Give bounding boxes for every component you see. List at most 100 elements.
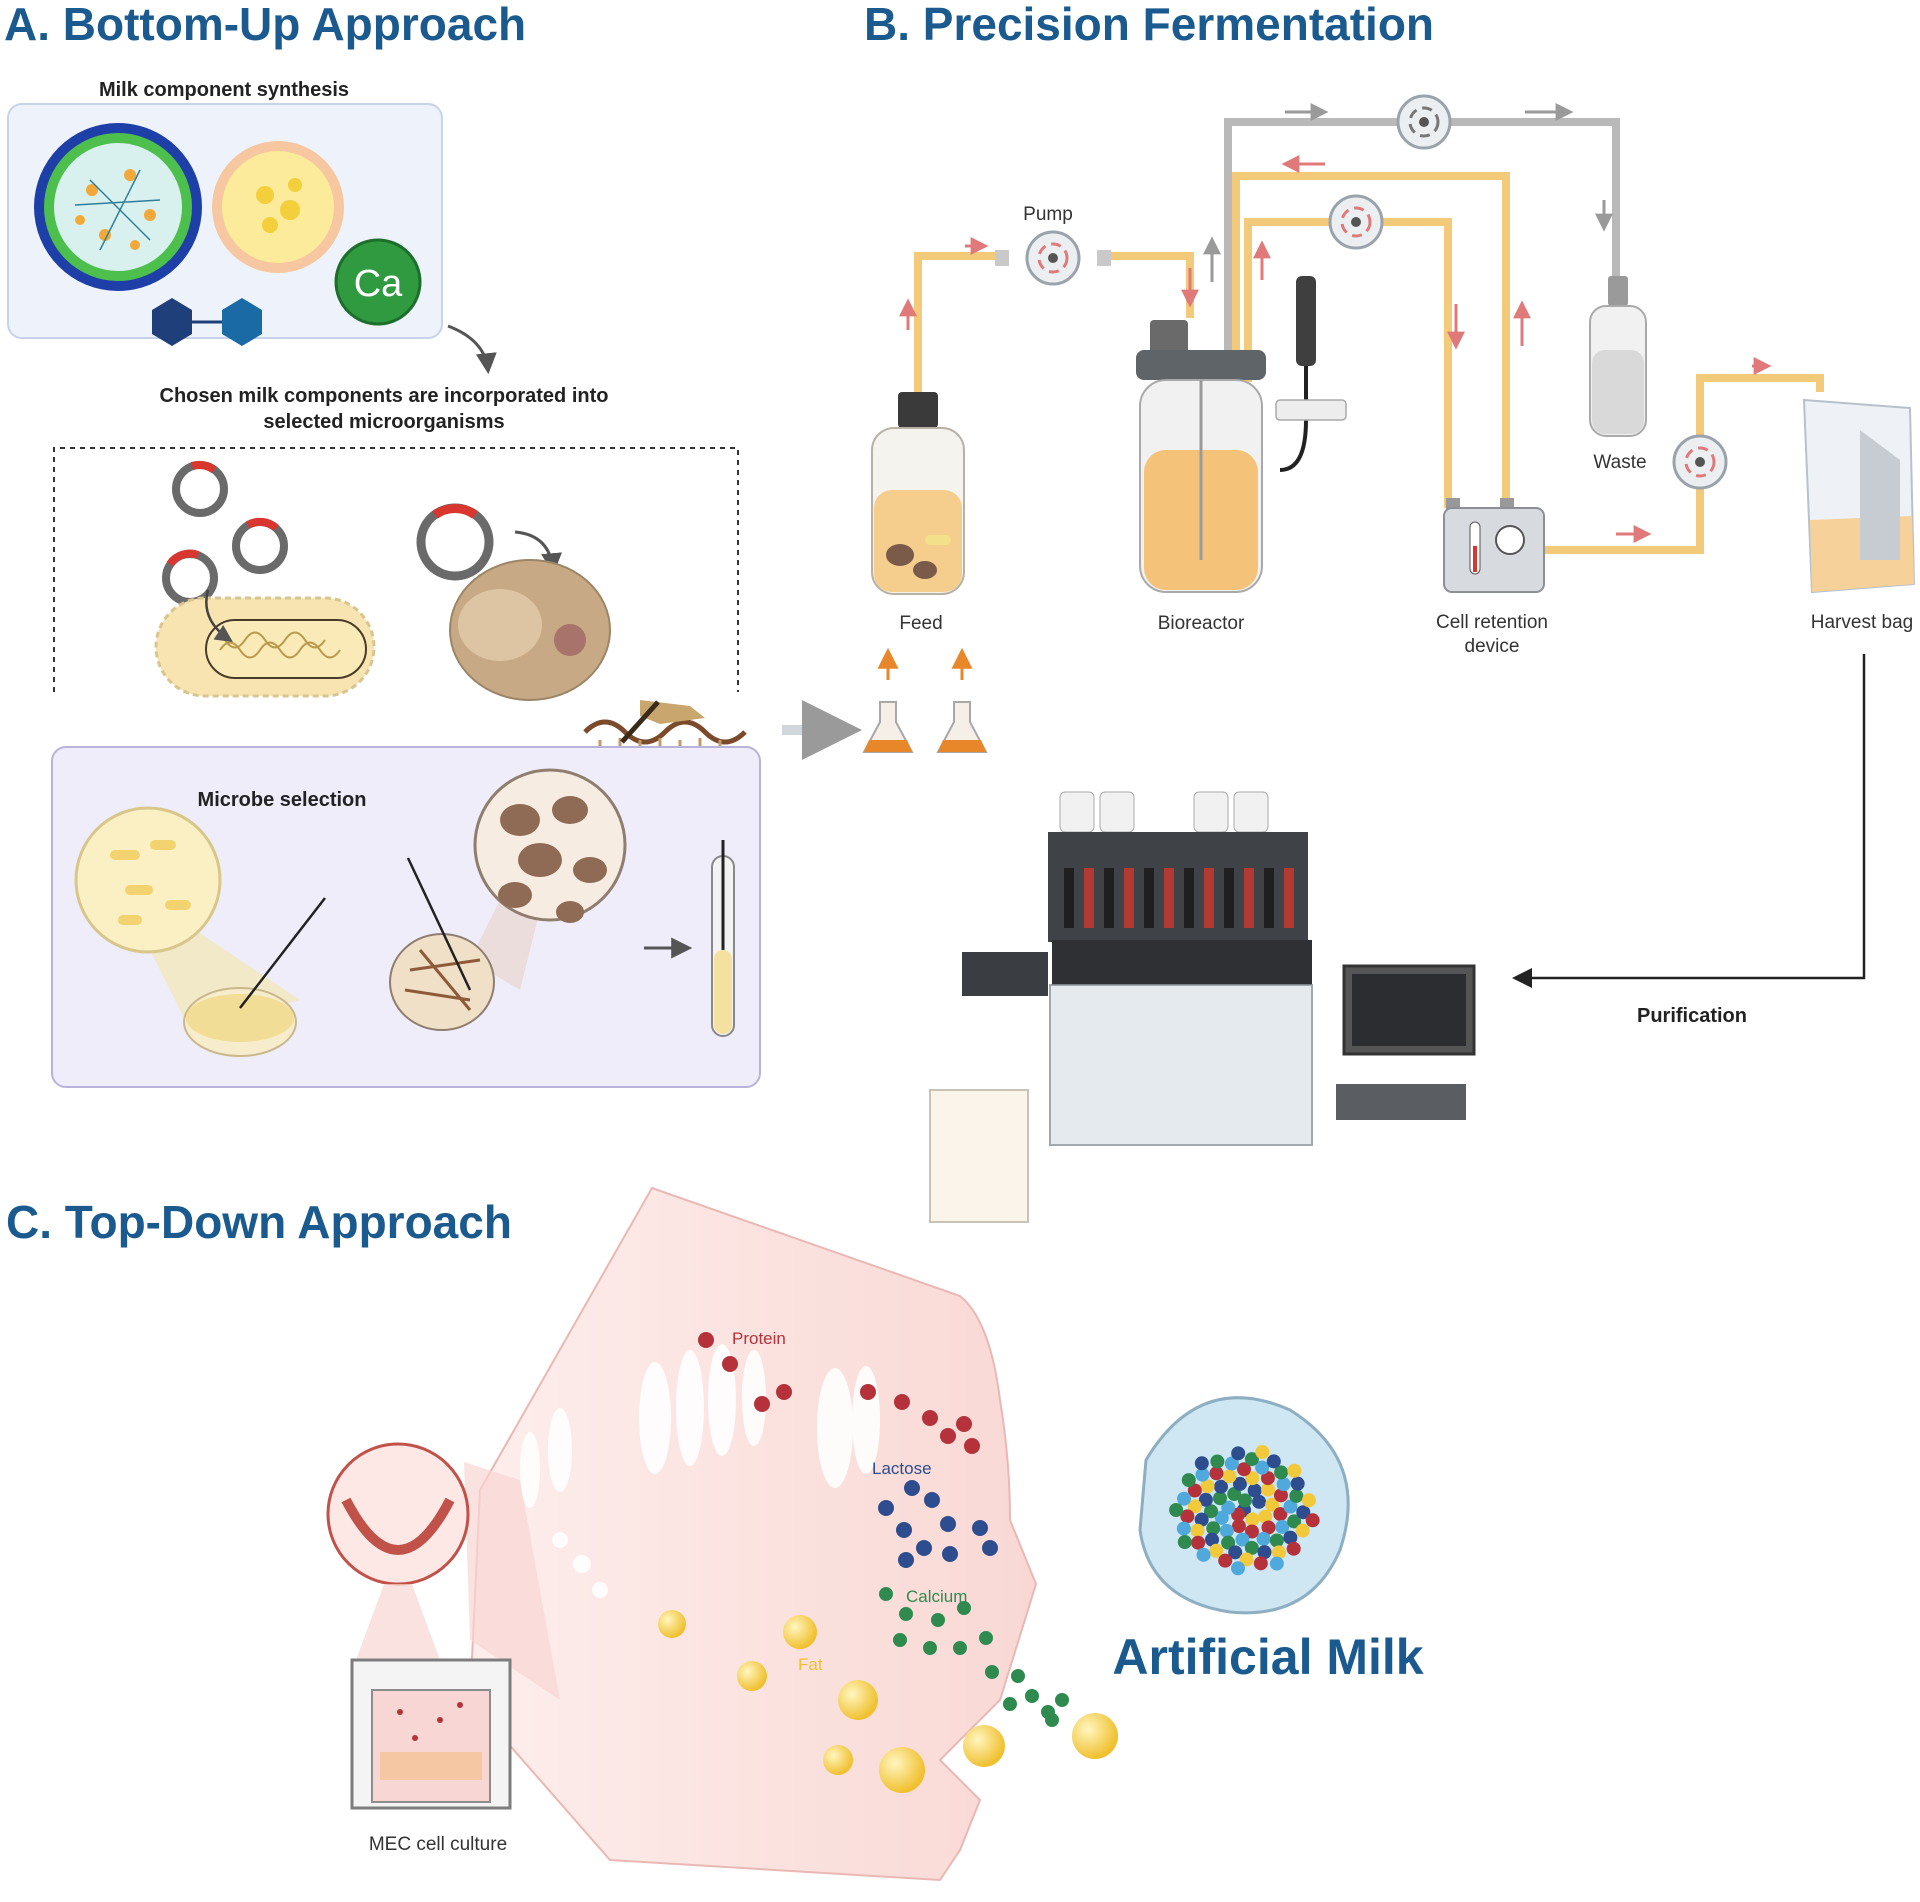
milk-particle <box>1231 1561 1246 1576</box>
milk-component-synthesis-label: Milk component synthesis <box>99 79 349 101</box>
protein-label: Protein <box>732 1329 786 1348</box>
milk-particle <box>1245 1471 1260 1486</box>
milk-particle <box>1273 1488 1288 1503</box>
milk-particle <box>1276 1477 1291 1492</box>
protein-particle <box>698 1332 714 1348</box>
waste-tubing <box>1224 118 1620 378</box>
recirculation-pump-icon <box>1328 194 1384 250</box>
milk-particle <box>1237 1493 1252 1508</box>
chromatography-column <box>1144 868 1154 928</box>
milk-particle <box>1198 1492 1213 1507</box>
calcium-particle <box>879 1587 893 1601</box>
milk-particle <box>1273 1507 1288 1522</box>
milk-particle <box>1191 1535 1206 1550</box>
milk-particles <box>1169 1444 1320 1576</box>
milk-particle <box>1205 1532 1220 1547</box>
protein-particles <box>698 1332 980 1454</box>
milk-particle <box>1244 1524 1259 1539</box>
petri-dish-bacteria-icon <box>74 806 326 1057</box>
milk-particle <box>1214 1479 1229 1494</box>
milk-particle <box>1231 1507 1246 1522</box>
organelles <box>520 1344 880 1598</box>
milk-particle <box>1190 1523 1205 1538</box>
artificial-milk-label: Artificial Milk <box>1112 1629 1423 1685</box>
section-c-title: C. Top-Down Approach <box>6 1196 512 1248</box>
chromatography-column <box>1184 868 1194 928</box>
lactose-particle <box>982 1540 998 1556</box>
fat-droplets <box>658 1610 1118 1793</box>
milk-particle <box>1290 1476 1305 1491</box>
calcium-particle <box>1025 1689 1039 1703</box>
purification-arrow <box>1512 654 1866 988</box>
milk-particle <box>1181 1473 1196 1488</box>
milk-particle <box>1194 1512 1209 1527</box>
zoom-cone <box>464 1462 560 1700</box>
milk-particle <box>1289 1488 1304 1503</box>
milk-particle <box>1227 1487 1242 1502</box>
calcium-particle <box>899 1607 913 1621</box>
milk-particle <box>1214 1510 1229 1525</box>
microbe-selection-label: Microbe selection <box>198 789 367 811</box>
calcium-particle <box>1011 1669 1025 1683</box>
milk-particle <box>1221 1535 1236 1550</box>
harvest-pump-icon <box>1672 434 1728 490</box>
bacterium-icon <box>154 589 376 698</box>
lactose-particle <box>904 1480 920 1496</box>
mec-cell-culture-icon <box>326 1442 512 1810</box>
milk-particle <box>1269 1533 1284 1548</box>
lactose-particle <box>878 1500 894 1516</box>
milk-particle <box>1228 1545 1243 1560</box>
milk-particle <box>1244 1540 1259 1555</box>
calcium-particle <box>923 1641 937 1655</box>
milk-particle <box>1274 1465 1289 1480</box>
calcium-particle <box>985 1665 999 1679</box>
milk-particle <box>1187 1483 1202 1498</box>
lactose-molecule-icon <box>152 298 262 346</box>
milk-particle <box>1187 1499 1202 1514</box>
yeast-cell-icon <box>449 559 611 701</box>
milk-particle <box>1239 1552 1254 1567</box>
milk-particle <box>1269 1556 1284 1571</box>
milk-particle <box>1206 1521 1221 1536</box>
milk-particle <box>1245 1512 1260 1527</box>
milk-particle <box>1252 1494 1267 1509</box>
pump-label: Pump <box>1023 204 1073 225</box>
protein-particle <box>922 1410 938 1426</box>
milk-particle <box>1169 1503 1184 1517</box>
calcium-particle <box>893 1633 907 1647</box>
milk-particle <box>1232 1476 1247 1491</box>
milk-particle <box>1256 1531 1271 1546</box>
pump-icon <box>995 230 1111 286</box>
milk-particle <box>1255 1460 1270 1475</box>
milk-particle <box>1209 1543 1224 1558</box>
milk-particle <box>1219 1523 1234 1538</box>
chromatography-column <box>1104 868 1114 928</box>
section-a-title: A. Bottom-Up Approach <box>4 0 526 50</box>
curved-arrow-a1 <box>447 324 497 375</box>
milk-particle <box>1283 1530 1298 1545</box>
feed-bottle-icon <box>871 392 965 595</box>
milk-particle <box>1200 1479 1215 1494</box>
milk-particle <box>1176 1521 1191 1536</box>
milk-particle <box>1209 1466 1224 1481</box>
fat-label: Fat <box>798 1655 823 1674</box>
milk-particle <box>1265 1497 1280 1512</box>
milk-particle <box>1258 1509 1273 1524</box>
milk-particle <box>1224 1456 1239 1471</box>
milk-particle <box>1221 1500 1236 1515</box>
test-tube-icon <box>711 840 735 1037</box>
cell-retention-label-2: device <box>1465 636 1520 657</box>
cell-retention-device-icon <box>1443 498 1545 593</box>
milk-particle <box>1296 1505 1311 1520</box>
milk-particle <box>1287 1463 1302 1478</box>
milk-particle <box>1194 1456 1209 1471</box>
waste-label: Waste <box>1593 452 1646 473</box>
calcium-particle <box>953 1641 967 1655</box>
protein-particle <box>860 1384 876 1400</box>
milk-particle <box>1260 1471 1275 1486</box>
chromatography-column <box>1224 868 1234 928</box>
milk-particle <box>1218 1553 1233 1568</box>
milk-particle <box>1287 1514 1302 1529</box>
lactose-particle <box>896 1522 912 1538</box>
